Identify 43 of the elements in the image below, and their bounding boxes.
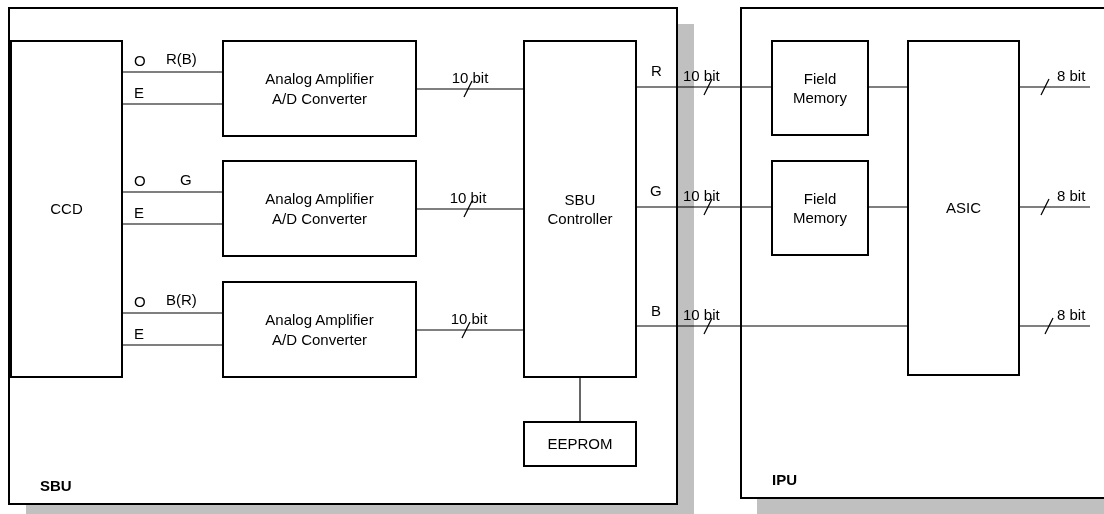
- unit-panel: [740, 7, 1104, 499]
- block-box: [222, 160, 417, 257]
- edge-label: O: [134, 52, 146, 69]
- channel-label: G: [180, 171, 192, 188]
- block-box: [771, 40, 869, 136]
- edge-label: 10 bit: [683, 306, 720, 323]
- edge-label: E: [134, 204, 144, 221]
- block-label: Field Memory: [791, 68, 849, 108]
- block-label: CCD: [49, 199, 84, 219]
- unit-label: SBU: [40, 477, 72, 494]
- block-label: Analog Amplifier A/D Converter: [264, 69, 375, 108]
- channel-label: R(B): [166, 50, 197, 67]
- block-label: EEPROM: [546, 434, 614, 454]
- edge-label: E: [134, 325, 144, 342]
- block-label: ASIC: [945, 198, 982, 218]
- block-label: Analog Amplifier A/D Converter: [264, 189, 375, 228]
- block-box: [907, 40, 1020, 376]
- edge-label: 8 bit: [1057, 187, 1086, 204]
- edge-label: O: [134, 293, 146, 310]
- block-box: [523, 40, 637, 378]
- edge-label: 10 bit: [450, 310, 488, 327]
- block-box: [771, 160, 869, 256]
- edge-label: 10 bit: [683, 67, 720, 84]
- unit-panel: [8, 7, 678, 505]
- channel-label: B(R): [166, 291, 197, 308]
- block-label: SBU Controller: [546, 189, 614, 229]
- edge-label: 8 bit: [1057, 306, 1086, 323]
- unit-label: IPU: [772, 471, 797, 488]
- edge-label: E: [134, 84, 144, 101]
- block-label: Analog Amplifier A/D Converter: [264, 310, 375, 349]
- edge-label: 10 bit: [683, 187, 720, 204]
- block-box: [10, 40, 123, 378]
- edge-label: O: [134, 172, 146, 189]
- block-box: [523, 421, 637, 467]
- block-box: [222, 281, 417, 378]
- block-box: [222, 40, 417, 137]
- edge-label: 10 bit: [451, 69, 489, 86]
- edge-label: 8 bit: [1057, 67, 1086, 84]
- channel-label: B: [651, 302, 661, 319]
- channel-label: R: [651, 62, 662, 79]
- edge-label: 10 bit: [449, 189, 487, 206]
- block-label: Field Memory: [791, 188, 849, 228]
- channel-label: G: [650, 182, 662, 199]
